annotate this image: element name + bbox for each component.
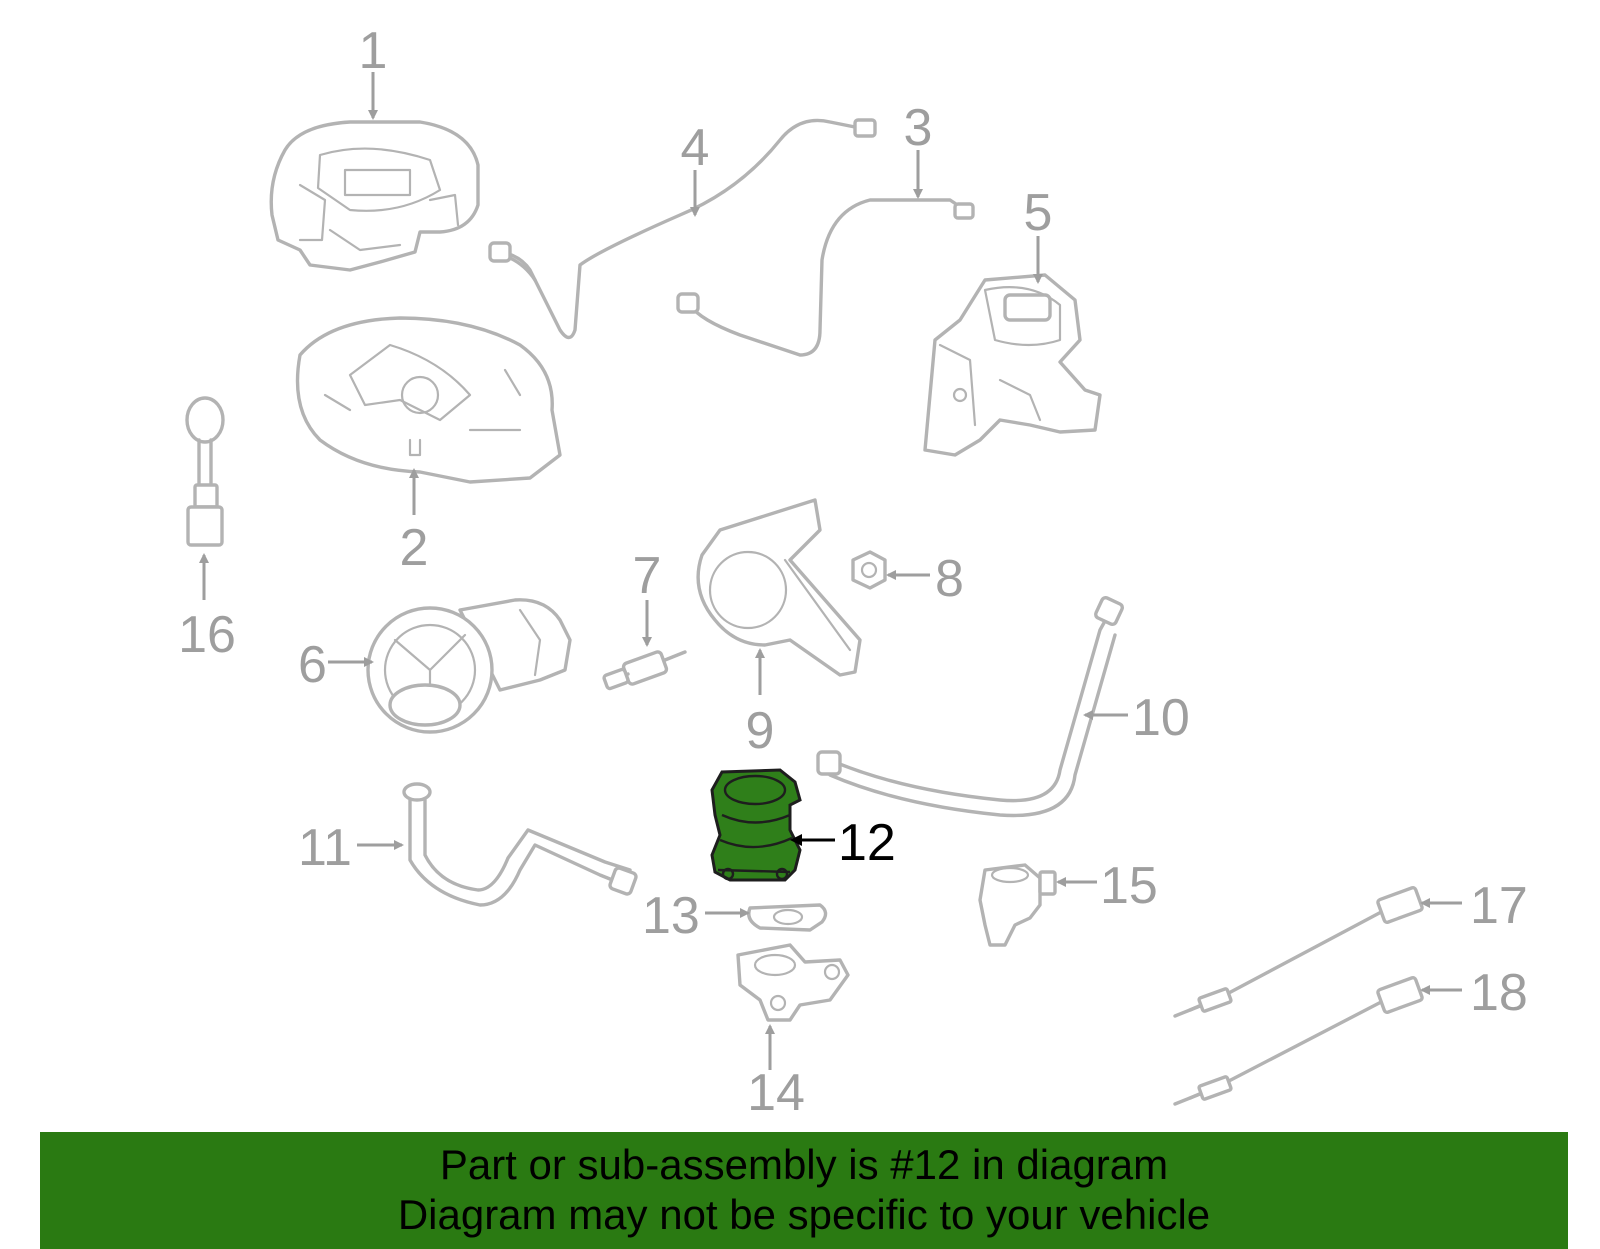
part-12-highlighted-valve[interactable]: [710, 768, 802, 882]
callout-label-1: 1: [359, 22, 388, 80]
callout-label-4: 4: [681, 119, 710, 177]
callout-label-10: 10: [1132, 689, 1190, 747]
banner-line-2: Diagram may not be specific to your vehi…: [397, 1191, 1211, 1238]
callout-label-11: 11: [298, 819, 352, 877]
callout-label-15: 15: [1100, 857, 1158, 915]
part-5-valve-assembly[interactable]: [923, 273, 1102, 457]
callout-label-5: 5: [1024, 184, 1053, 242]
callout-2: 2: [400, 468, 429, 577]
callout-label-14: 14: [747, 1064, 805, 1122]
callout-4: 4: [681, 119, 710, 217]
part-3-tube[interactable]: [676, 198, 975, 357]
callout-label-17: 17: [1470, 877, 1528, 935]
callout-1: 1: [359, 22, 388, 120]
callout-11: 11: [298, 819, 404, 877]
part-6-air-pump[interactable]: [366, 598, 572, 734]
part-17-o2-sensor[interactable]: [1173, 886, 1424, 1018]
callout-label-3: 3: [904, 99, 933, 157]
callout-3: 3: [904, 99, 933, 199]
part-10-hose[interactable]: [816, 595, 1125, 818]
banner-line-1: Part or sub-assembly is #12 in diagram: [439, 1141, 1169, 1188]
part-11-hose[interactable]: [402, 782, 638, 907]
callout-10: 10: [1083, 689, 1190, 747]
callout-17: 17: [1420, 877, 1528, 935]
info-banner: Part or sub-assembly is #12 in diagram D…: [40, 1132, 1568, 1249]
callout-label-6: 6: [298, 636, 327, 694]
callout-label-13: 13: [642, 887, 700, 945]
callout-label-2: 2: [400, 519, 429, 577]
callout-label-18: 18: [1470, 964, 1528, 1022]
callout-12: 12: [790, 814, 896, 872]
callout-label-8: 8: [935, 550, 964, 608]
callout-label-7: 7: [633, 547, 662, 605]
part-2-shield[interactable]: [295, 316, 562, 484]
callout-14: 14: [747, 1024, 805, 1122]
callout-7: 7: [633, 547, 662, 647]
part-8-nut[interactable]: [851, 550, 887, 590]
part-14-flange[interactable]: [736, 943, 850, 1022]
callout-label-16: 16: [178, 606, 236, 664]
part-15-solenoid[interactable]: [978, 863, 1057, 947]
callout-5: 5: [1024, 184, 1053, 284]
part-16-sensor[interactable]: [185, 396, 225, 547]
callout-16: 16: [178, 553, 236, 664]
callout-18: 18: [1420, 964, 1528, 1022]
part-1-housing[interactable]: [269, 120, 480, 272]
part-9-bracket[interactable]: [696, 498, 862, 677]
part-13-gasket[interactable]: [747, 903, 828, 932]
part-18-o2-sensor[interactable]: [1173, 976, 1424, 1106]
callout-15: 15: [1056, 857, 1158, 915]
callout-6: 6: [298, 636, 374, 694]
callout-label-9: 9: [746, 702, 775, 760]
callout-8: 8: [886, 550, 964, 608]
callout-label-12: 12: [838, 814, 896, 872]
part-4-tube[interactable]: [488, 118, 877, 340]
callout-9: 9: [746, 648, 775, 760]
part-7-check-valve[interactable]: [602, 650, 687, 691]
callout-13: 13: [642, 887, 750, 945]
